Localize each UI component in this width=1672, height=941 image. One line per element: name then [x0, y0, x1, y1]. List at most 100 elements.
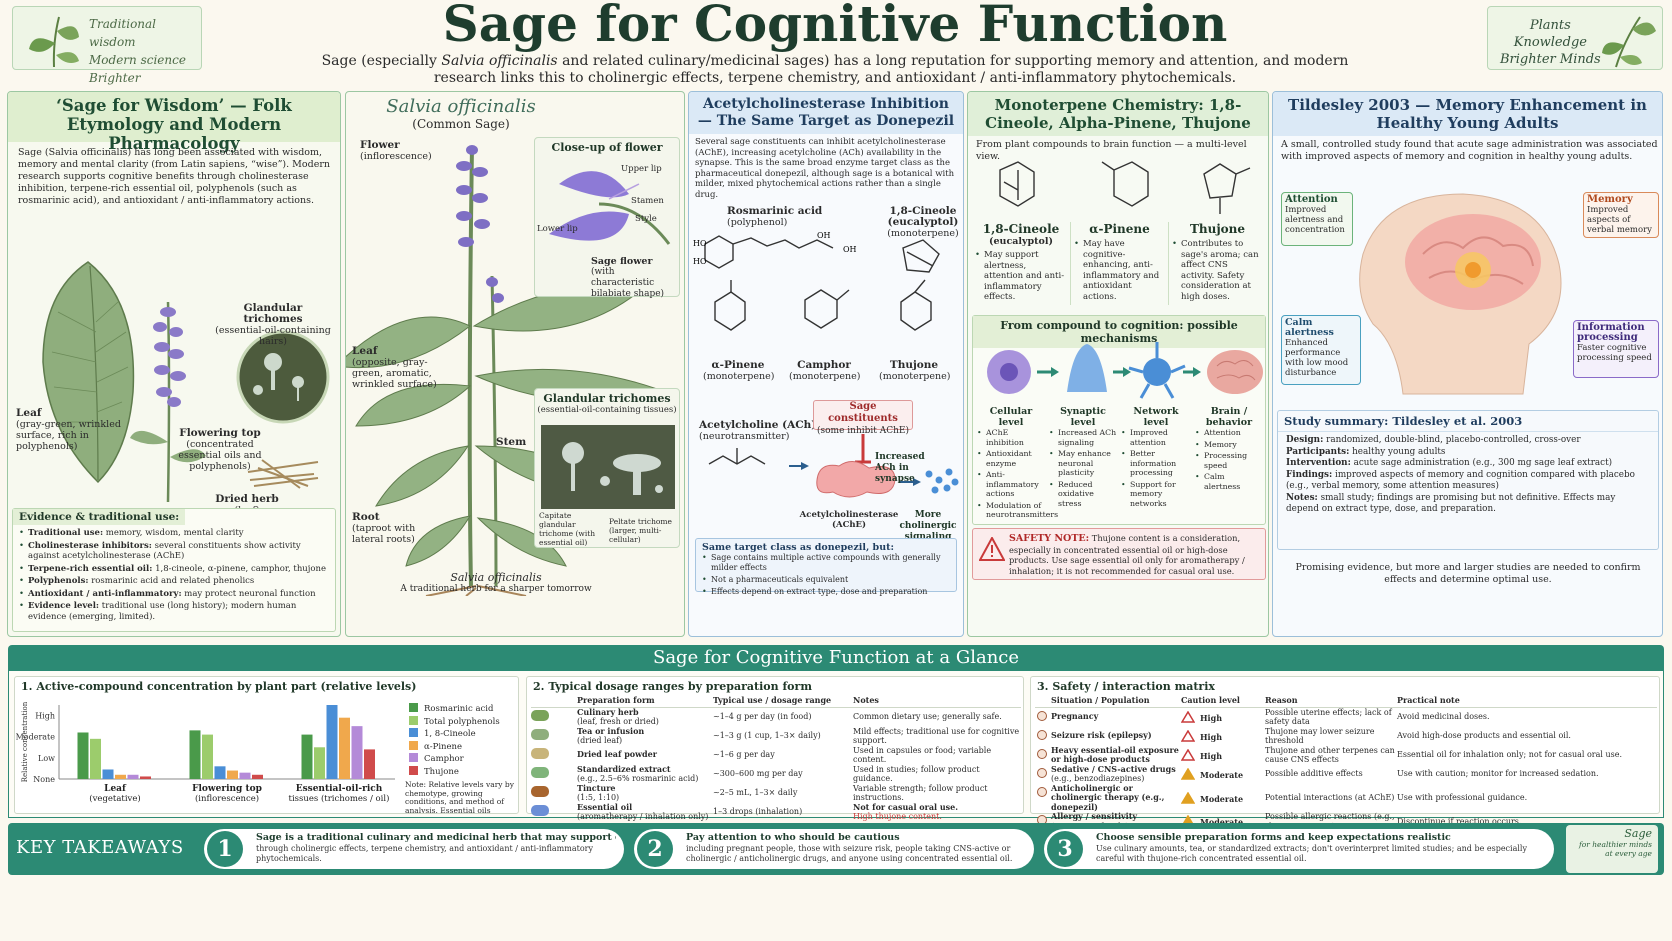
caution-level: Moderate: [1180, 765, 1265, 784]
caution-level: High: [1180, 707, 1265, 727]
practical-note: Discontinue if reaction occurs.: [1397, 816, 1522, 826]
bar: [127, 774, 139, 779]
legend-label: α-Pinene: [424, 741, 463, 752]
legend-label: 1, 8-Cineole: [424, 729, 476, 739]
caution-level: High: [1180, 746, 1265, 765]
page-subtitle: Sage (especially Salvia officinalis and …: [321, 53, 1349, 86]
bar: [140, 776, 151, 779]
form-name: Dried leaf powder: [577, 749, 657, 760]
situation-icon: [1037, 748, 1047, 759]
dosage-row: Dried leaf powder ~1–6 g per day Used in c…: [531, 746, 1021, 765]
trichome-micrograph: [541, 425, 675, 509]
study-summary-box: Study summary: Tildesley et al. 2003 Des…: [1277, 410, 1659, 550]
safety-title: 3. Safety / interaction matrix: [1037, 680, 1215, 693]
safety-row: Sedative / CNS-active drugs(e.g., benzod…: [1035, 764, 1657, 784]
sage-flower-label: Sage flower(with characteristic bilabiat…: [591, 256, 665, 299]
mechanism-level: Cellular levelAChE inhibitionAntioxidant…: [975, 406, 1058, 522]
safety-header: Caution level: [1181, 695, 1240, 705]
safety-note-box: SAFETY NOTE: Thujone content is a consid…: [972, 528, 1266, 580]
caution-text: Moderate: [1200, 769, 1244, 780]
takeaway-text: including pregnant people, those with se…: [686, 844, 1013, 863]
dosage-notes: Used in studies; follow product guidance…: [853, 765, 1021, 784]
flowering-top-label: Flowering top(concentrated essential oil…: [178, 427, 262, 473]
dosage-range: ~1–3 g (1 cup, 1–3× daily): [713, 731, 821, 741]
legend-swatch: [409, 703, 418, 712]
trichome-label: Glandular trichomes(essential-oil-contai…: [215, 302, 331, 348]
mechanism-level: Network levelImproved attentionBetter in…: [1119, 406, 1193, 522]
plant-footer-desc: A traditional herb for a sharper tomorro…: [400, 584, 592, 594]
reason: Possible uterine effects; lack of safety…: [1265, 707, 1392, 727]
situation-icon: [1037, 729, 1047, 740]
mechanism-level: Synaptic levelIncreased ACh signalingMay…: [1047, 406, 1119, 522]
y-tick-label: None: [33, 775, 55, 784]
dosage-notes: Mild effects; traditional use for cognit…: [853, 727, 1021, 746]
panel-title: Tildesley 2003 — Memory Enhancement in H…: [1273, 92, 1662, 136]
legend-item: α-Pinene: [409, 740, 515, 754]
form-name: Culinary herb: [577, 706, 639, 717]
legend-label: Camphor: [424, 754, 464, 764]
mechanism-levels: Cellular levelAChE inhibitionAntioxidant…: [975, 406, 1265, 522]
notes-text: Used in capsules or food; variable conte…: [853, 745, 992, 765]
takeaway-text: Use culinary amounts, tea, or standardiz…: [1096, 844, 1527, 863]
style-label: Style: [635, 214, 657, 224]
bar: [351, 726, 363, 779]
legend-swatch: [409, 715, 418, 725]
leaf-label: Leaf(gray-green, wrinkled surface, rich …: [16, 407, 121, 453]
glance-banner: Sage for Cognitive Function at a Glance: [8, 645, 1664, 671]
situation: Heavy essential-oil exposure or high-dos…: [1035, 745, 1181, 765]
notes-text: Not for casual oral use.: [853, 801, 959, 812]
safety-panel: 3. Safety / interaction matrix Situation…: [1030, 676, 1660, 831]
panel-intro: A small, controlled study found that acu…: [1281, 139, 1658, 162]
form-sub: (1:5, 1:10): [577, 793, 620, 802]
reason: Possible additive effects: [1265, 769, 1363, 779]
takeaway-number: 3: [1047, 831, 1083, 867]
svg-text:OH: OH: [817, 232, 831, 240]
legend-swatch: [409, 740, 418, 750]
panel-footer: Promising evidence, but more and larger …: [1295, 562, 1641, 585]
monoterpene-row: 1,8-Cineole (eucalyptol) May support ale…: [972, 222, 1266, 305]
bar: [227, 770, 238, 779]
dosage-row: Essential oil(aromatherapy / inhalation …: [531, 801, 1021, 822]
situation-name: Allergy / sensitivity: [1051, 811, 1138, 821]
situation-icon: [1037, 710, 1047, 721]
form-sub: (dried leaf): [577, 736, 623, 745]
preparation-form: Dried leaf powder: [577, 746, 713, 765]
notes-text: Mild effects; traditional use for cognit…: [853, 726, 1020, 746]
takeaway-title: Choose sensible preparation forms and ke…: [1096, 832, 1451, 843]
y-tick-label: Moderate: [16, 733, 56, 742]
leaf-sprig-icon: [1602, 16, 1656, 68]
panel-intro: Several sage constituents can inhibit ac…: [695, 137, 955, 200]
preparation-form: Tincture(1:5, 1:10): [577, 783, 713, 803]
preparation-icon: [531, 784, 577, 803]
takeaway-title: Pay attention to who should be cautious: [686, 832, 900, 843]
evidence-item: Traditional use: memory, wisdom, mental …: [19, 528, 329, 539]
bar: [252, 774, 263, 779]
reason: Thujone and other terpenes can cause CNS…: [1265, 745, 1395, 765]
dosage-range: ~1–6 g per day: [713, 750, 775, 760]
mechanism-level: Brain / behaviorAttentionMemoryProcessin…: [1193, 406, 1265, 522]
plant-footer-title: Salvia officinalis: [450, 571, 542, 584]
panel-monoterpene: Monoterpene Chemistry: 1,8-Cineole, Alph…: [967, 91, 1269, 637]
summary-item: Participants: healthy young adults: [1286, 446, 1446, 457]
right-badge-line: Knowledge: [1513, 35, 1587, 50]
enzyme-label: Acetylcholinesterase (AChE): [799, 510, 899, 530]
panel-title: ‘Sage for Wisdom’ — Folk Etymology and M…: [8, 92, 340, 153]
summary-item: Findings: improved aspects of memory and…: [1286, 469, 1635, 492]
evidence-item: Evidence level: traditional use (long hi…: [19, 601, 329, 622]
form-name: Tea or infusion: [577, 725, 645, 736]
bar: [314, 747, 325, 779]
panel-title: Monoterpene Chemistry: 1,8-Cineole, Alph…: [968, 92, 1268, 136]
x-tick-label: tissues (trichomes / oil): [289, 793, 390, 804]
upper-lip-label: Upper lip: [621, 164, 662, 174]
chart-panel: 1. Active-compound concentration by plan…: [14, 676, 519, 814]
legend-label: Total polyphenols: [424, 716, 500, 727]
legend-item: Rosmarinic acid: [409, 703, 515, 716]
takeaway-number: 1: [207, 831, 243, 867]
y-tick-label: Low: [38, 754, 55, 763]
